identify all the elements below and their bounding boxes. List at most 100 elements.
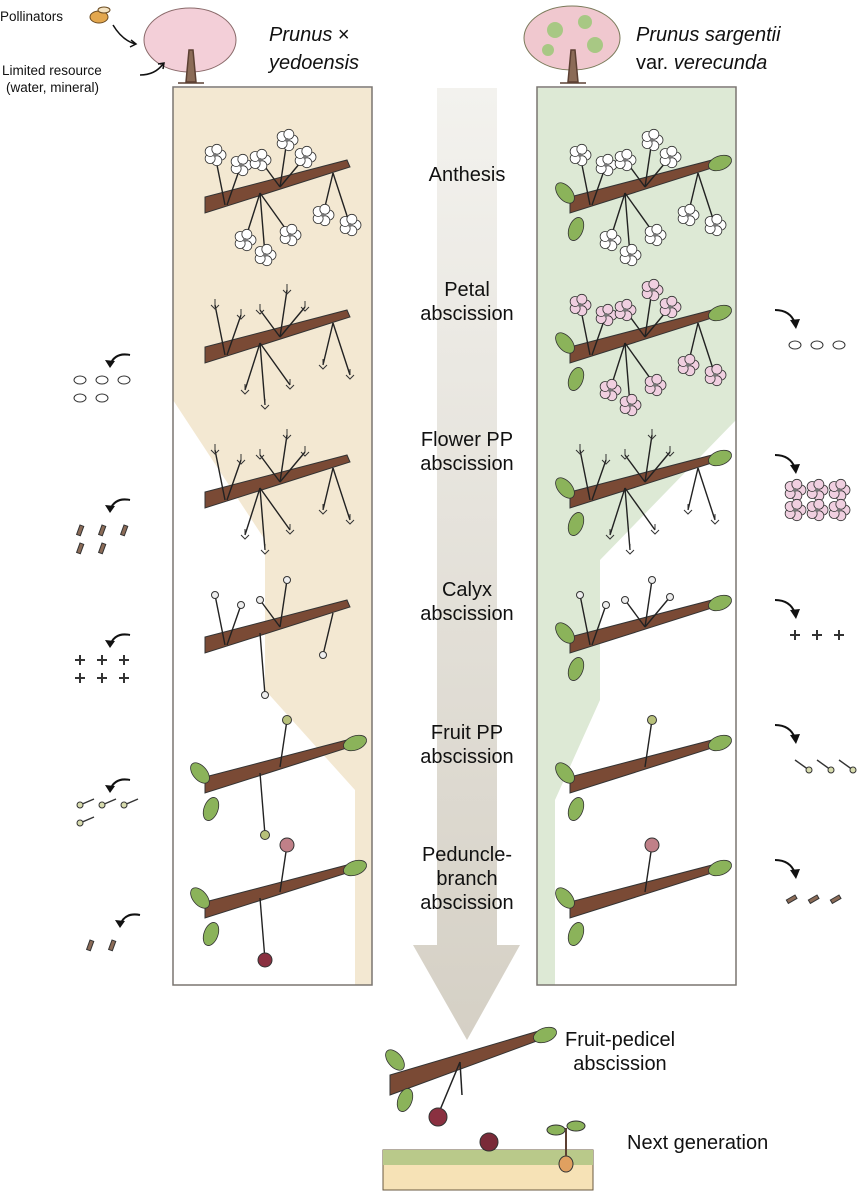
stage-label: abscission	[420, 603, 514, 625]
leaf-icon	[567, 797, 585, 821]
flower-icon	[339, 213, 362, 237]
flower-icon	[619, 243, 642, 267]
flower-icon	[784, 478, 807, 502]
leaf-icon	[708, 734, 732, 752]
flower-icon	[614, 298, 637, 322]
flower-icon	[312, 203, 335, 227]
leaf-icon	[190, 762, 210, 784]
shed-petals	[73, 353, 131, 403]
stage-label: branch	[436, 868, 498, 890]
left-panel-yedoensis	[172, 86, 373, 986]
flower-icon	[294, 145, 317, 169]
flower-icon	[806, 498, 829, 522]
flower-icon	[595, 153, 618, 177]
leaf-icon	[343, 859, 367, 877]
flower-icon	[644, 223, 667, 247]
leaf-icon	[567, 367, 585, 391]
leaf-icon	[202, 797, 220, 821]
branch-yedoensis-stage-1	[204, 284, 355, 410]
shed-pedicels-flower	[75, 498, 131, 555]
tree-sargentii-icon	[523, 5, 621, 84]
flower-icon	[569, 293, 592, 317]
species-right-binomial: Prunus sargentii	[636, 24, 781, 46]
leaf-icon	[708, 859, 732, 877]
leaf-icon	[343, 734, 367, 752]
leaf-icon	[708, 304, 732, 322]
branch-sargentii-stage-0	[555, 128, 732, 267]
flower-icon	[644, 373, 667, 397]
flower-icon	[276, 128, 299, 152]
leaf-icon	[567, 512, 585, 536]
flower-icon	[784, 498, 807, 522]
species-left-epithet-text: yedoensis	[269, 52, 360, 74]
leaf-icon	[555, 887, 575, 909]
shed-pedicels	[76, 778, 139, 827]
tree-yedoensis-icon	[143, 7, 237, 84]
leaf-icon	[567, 922, 585, 946]
stage-label: Peduncle-	[421, 844, 513, 866]
species-left-epithet: yedoensis	[269, 51, 359, 75]
branch-yedoensis-stage-2	[204, 429, 355, 555]
flower-icon	[595, 303, 618, 327]
stage-label: Flower PP	[420, 429, 514, 451]
stage-anthesis: Anthesis	[429, 163, 506, 187]
leaf-icon	[567, 657, 585, 681]
progression-arrow	[413, 88, 520, 1040]
species-left-hybrid: ×	[332, 24, 350, 46]
branch-yedoensis-stage-4	[190, 715, 367, 840]
leaf-icon	[555, 477, 575, 499]
branch-yedoensis-stage-5	[190, 837, 367, 968]
leaf-icon	[555, 182, 575, 204]
shed-peduncles	[85, 913, 141, 952]
ground	[382, 1120, 594, 1191]
flower-icon	[659, 295, 682, 319]
leaf-icon	[190, 887, 210, 909]
next-generation-label: Next generation	[627, 1132, 769, 1154]
stage-label: Calyx	[441, 579, 493, 601]
branch-yedoensis-stage-0	[204, 128, 362, 267]
leaf-icon	[202, 922, 220, 946]
final-label: abscission	[573, 1053, 667, 1075]
species-left-genus: Prunus	[269, 24, 333, 46]
flower-icon	[641, 128, 664, 152]
species-right-var: var.	[636, 52, 674, 74]
flower-icon	[599, 378, 622, 402]
flower-icon	[704, 213, 727, 237]
flower-icon	[806, 478, 829, 502]
leaf-icon	[555, 762, 575, 784]
final-label: Fruit-pedicel	[564, 1029, 676, 1051]
fruit-pedicel-branch	[385, 1026, 557, 1127]
leaf-icon	[708, 154, 732, 172]
flower-icon	[828, 498, 851, 522]
branch-sargentii-stage-5	[555, 837, 732, 946]
branch-sargentii-stage-2	[555, 429, 732, 555]
stage-label: Fruit PP	[430, 722, 504, 744]
leaf-icon	[533, 1026, 557, 1044]
species-right-variety-name: verecunda	[673, 52, 768, 74]
flower-icon	[828, 478, 851, 502]
limited-resource-label: Limited resource	[2, 63, 102, 78]
shed-right-calyx	[774, 599, 844, 640]
leaf-icon	[567, 217, 585, 241]
stage-label: Anthesis	[428, 164, 506, 186]
leaf-icon	[555, 332, 575, 354]
leaf-icon	[555, 622, 575, 644]
flower-icon	[254, 243, 277, 267]
flower-icon	[234, 228, 257, 252]
shed-calyx	[75, 633, 131, 683]
stage-label: abscission	[420, 303, 514, 325]
shed-right-pedicels	[774, 724, 857, 774]
pointer-arrows	[112, 24, 165, 76]
flower-icon	[677, 353, 700, 377]
leaf-icon	[385, 1049, 405, 1071]
branch-sargentii-stage-3	[555, 576, 732, 681]
shed-right-flowers	[774, 454, 851, 522]
species-left-name: Prunus ×	[269, 23, 350, 47]
shed-right-petals	[774, 309, 846, 350]
